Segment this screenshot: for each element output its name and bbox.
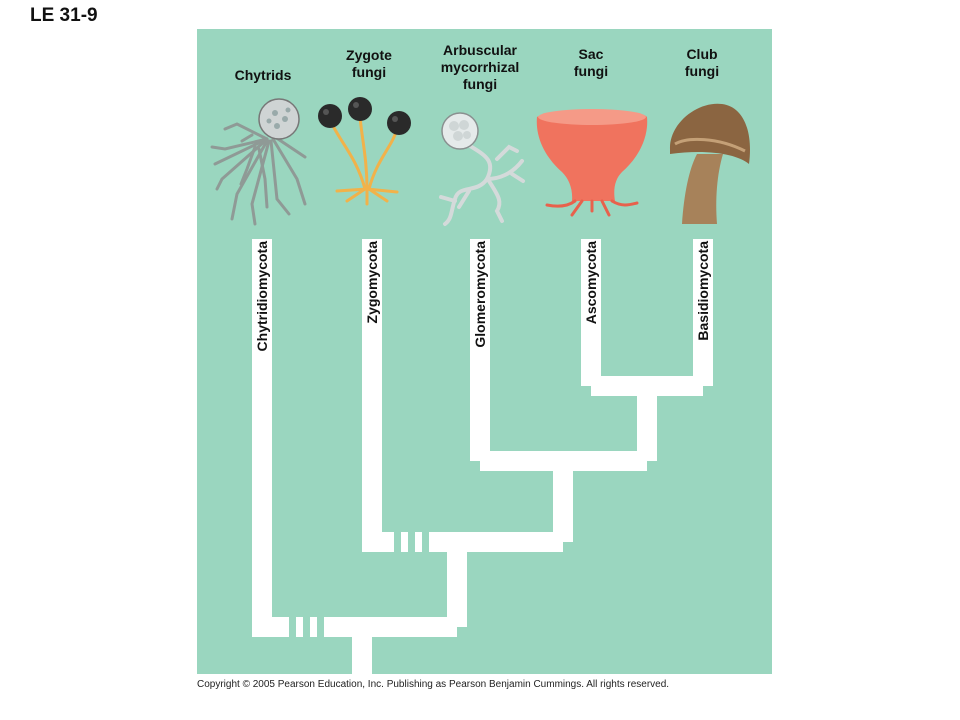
copyright-notice: Copyright © 2005 Pearson Education, Inc.… (197, 679, 670, 690)
zygote-fungus-icon (318, 97, 411, 206)
phylum-label-glomeromycota: Glomeromycota (472, 241, 488, 348)
phylogeny-panel: Chytrids Zygote fungi Arbuscular mycorrh… (197, 29, 772, 674)
club-fungus-icon (669, 103, 750, 224)
tree-branches (252, 239, 713, 674)
figure-label: LE 31-9 (30, 5, 98, 26)
branch-zygomycota (362, 239, 563, 552)
uncertain-branch-dashes-lower (289, 617, 324, 638)
phylum-label-ascomycota: Ascomycota (583, 241, 599, 324)
phylum-label-chytridiomycota: Chytridiomycota (254, 241, 270, 352)
phylum-label-basidiomycota: Basidiomycota (695, 241, 711, 341)
taxon-label-zygote-fungi: Zygote fungi (346, 47, 392, 80)
chytrid-icon (210, 98, 307, 226)
taxon-label-sac-fungi: Sac fungi (573, 46, 609, 79)
arbuscular-fungus-icon (439, 112, 525, 226)
branch-chytridiomycota (252, 239, 457, 637)
taxon-label-club-fungi: Club fungi (684, 46, 720, 79)
cladogram: Chytridiomycota Zygomycota Glomeromycota… (210, 97, 750, 674)
phylum-label-zygomycota: Zygomycota (364, 241, 380, 324)
node-glomero-dikarya (480, 451, 647, 542)
taxon-label-chytrids: Chytrids (234, 67, 292, 83)
uncertain-branch-dashes-upper (394, 532, 429, 553)
taxon-label-arbuscular-mycorrhizal-fungi: Arbuscular mycorrhizal fungi (440, 42, 520, 92)
node-asco-basidio (591, 376, 703, 461)
sac-fungus-icon (536, 109, 648, 217)
